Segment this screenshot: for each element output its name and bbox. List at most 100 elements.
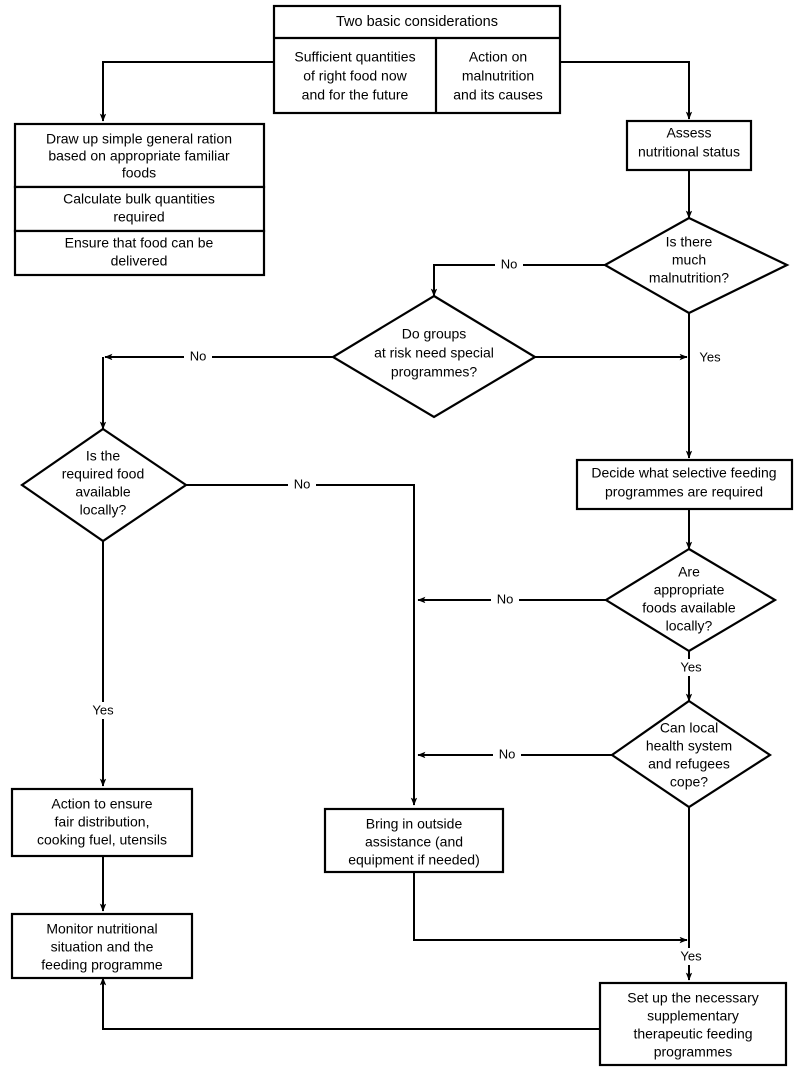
bring-assistance-line-2: assistance (and <box>365 834 463 850</box>
edge-label-food-local-yes: Yes <box>92 702 114 717</box>
monitor-nutritional-box <box>10 912 194 980</box>
groups-at-risk-line-1: Do groups <box>402 326 467 342</box>
groups-at-risk-line-2: at risk need special <box>374 345 494 361</box>
action-fair-line-2: fair distribution, <box>55 814 150 830</box>
appropriate-foods-line-2: appropriate <box>654 582 725 598</box>
node-calculate-bulk: Calculate bulk quantities required <box>13 185 266 233</box>
node-food-available-locally: Is the required food available locally? <box>20 427 188 543</box>
calculate-bulk-line-2: required <box>113 209 164 225</box>
health-cope-line-2: health system <box>646 738 732 754</box>
header-right-branch-line-1: Action on <box>469 49 527 65</box>
health-cope-line-4: cope? <box>670 774 708 790</box>
supplementary-line-3: therapeutic feeding <box>633 1026 752 1042</box>
much-malnutrition-line-1: Is there <box>666 234 713 250</box>
health-cope-line-3: and refugees <box>648 756 730 772</box>
food-available-line-4: locally? <box>80 502 127 518</box>
supplementary-line-4: programmes <box>654 1044 733 1060</box>
label-bg-malnutrition-no <box>495 256 523 273</box>
action-fair-distribution-box <box>10 787 194 858</box>
ensure-delivery-line-1: Ensure that food can be <box>65 235 214 251</box>
health-cope-line-1: Can local <box>660 720 718 736</box>
edge-right-branch-to-assess <box>560 61 693 120</box>
node-groups-at-risk: Do groups at risk need special programme… <box>330 294 538 419</box>
label-bg-groups-no <box>184 348 212 365</box>
edge-supplementary-loop-to-monitor <box>99 977 600 1030</box>
header-left-branch-line-2: of right food now <box>303 68 407 84</box>
edge-label-health-cope-no: No <box>499 746 516 761</box>
decide-selective-feeding-box <box>575 458 794 511</box>
header-title: Two basic considerations <box>336 14 498 30</box>
edge-label-appropriate-foods-no: No <box>497 591 514 606</box>
appropriate-foods-line-3: foods available <box>642 600 736 616</box>
food-available-line-1: Is the <box>86 448 120 464</box>
edge-label-groups-no: No <box>190 348 207 363</box>
label-bg-health-cope-no <box>493 747 521 764</box>
label-bg-food-local-no <box>288 477 316 494</box>
edge-label-layer: No Yes No No Yes No Yes No Yes <box>89 256 726 965</box>
label-bg-appropriate-foods-yes <box>676 659 706 676</box>
node-action-fair-distribution: Action to ensure fair distribution, cook… <box>10 787 194 858</box>
action-fair-line-3: cooking fuel, utensils <box>37 832 167 848</box>
edge-label-health-cope-yes: Yes <box>680 948 702 963</box>
node-much-malnutrition: Is there much malnutrition? <box>602 216 790 315</box>
supplementary-line-2: supplementary <box>647 1008 739 1024</box>
node-set-up-supplementary: Set up the necessary supplementary thera… <box>598 981 788 1067</box>
draw-up-ration-line-2: based on appropriate familiar <box>48 148 230 164</box>
calculate-bulk-box <box>13 185 266 233</box>
label-bg-appropriate-foods-no <box>491 592 519 609</box>
appropriate-foods-line-4: locally? <box>666 618 713 634</box>
header-group: Two basic considerations Sufficient quan… <box>272 4 562 115</box>
node-decide-selective-feeding: Decide what selective feeding programmes… <box>575 458 794 511</box>
groups-at-risk-line-3: programmes? <box>391 364 478 380</box>
much-malnutrition-diamond <box>602 216 790 315</box>
edge-food-local-no-to-assistance <box>186 484 418 806</box>
monitor-line-2: situation and the <box>51 939 154 955</box>
ensure-delivery-line-2: delivered <box>111 253 168 269</box>
set-up-supplementary-box <box>598 981 788 1067</box>
node-appropriate-foods-available: Are appropriate foods available locally? <box>603 547 778 653</box>
edge-malnutrition-no-to-groups <box>430 264 605 297</box>
groups-at-risk-diamond <box>330 294 538 419</box>
node-draw-up-ration: Draw up simple general ration based on a… <box>13 122 266 189</box>
edge-assistance-down-to-right <box>413 872 688 944</box>
appropriate-foods-diamond <box>603 547 778 653</box>
health-system-cope-diamond <box>610 699 773 809</box>
edge-label-malnutrition-no: No <box>501 256 518 271</box>
label-bg-malnutrition-yes <box>696 349 726 366</box>
decide-selective-line-1: Decide what selective feeding <box>591 465 776 481</box>
draw-up-ration-line-1: Draw up simple general ration <box>46 131 232 147</box>
draw-up-ration-box <box>13 122 266 189</box>
monitor-line-3: feeding programme <box>41 957 163 973</box>
appropriate-foods-line-1: Are <box>678 564 700 580</box>
node-monitor-nutritional: Monitor nutritional situation and the fe… <box>10 912 194 980</box>
node-assess-status: Assess nutritional status <box>625 119 753 172</box>
assess-status-box <box>625 119 753 172</box>
much-malnutrition-line-3: malnutrition? <box>649 270 729 286</box>
much-malnutrition-line-2: much <box>672 252 706 268</box>
bring-assistance-line-1: Bring in outside <box>366 816 463 832</box>
header-right-branch-line-2: malnutrition <box>462 68 534 84</box>
monitor-line-1: Monitor nutritional <box>46 921 157 937</box>
ensure-delivery-box <box>13 229 266 277</box>
node-health-system-cope: Can local health system and refugees cop… <box>610 699 773 809</box>
edge-label-malnutrition-yes: Yes <box>699 349 721 364</box>
header-left-branch-line-1: Sufficient quantities <box>294 49 415 65</box>
node-ensure-delivery: Ensure that food can be delivered <box>13 229 266 277</box>
food-available-locally-diamond <box>20 427 188 543</box>
food-available-line-2: required food <box>62 466 145 482</box>
assess-status-line-2: nutritional status <box>638 144 740 160</box>
header-right-branch-line-3: and its causes <box>453 87 543 103</box>
edge-left-branch-to-ration <box>99 61 274 122</box>
label-bg-health-cope-yes <box>676 948 706 965</box>
edge-label-food-local-no: No <box>294 476 311 491</box>
label-bg-food-local-yes <box>89 702 119 719</box>
calculate-bulk-line-1: Calculate bulk quantities <box>63 191 215 207</box>
edge-label-appropriate-foods-yes: Yes <box>680 659 702 674</box>
assess-status-line-1: Assess <box>666 125 711 141</box>
food-available-line-3: available <box>75 484 130 500</box>
supplementary-line-1: Set up the necessary <box>627 990 759 1006</box>
decide-selective-line-2: programmes are required <box>605 484 763 500</box>
action-fair-line-1: Action to ensure <box>51 796 152 812</box>
